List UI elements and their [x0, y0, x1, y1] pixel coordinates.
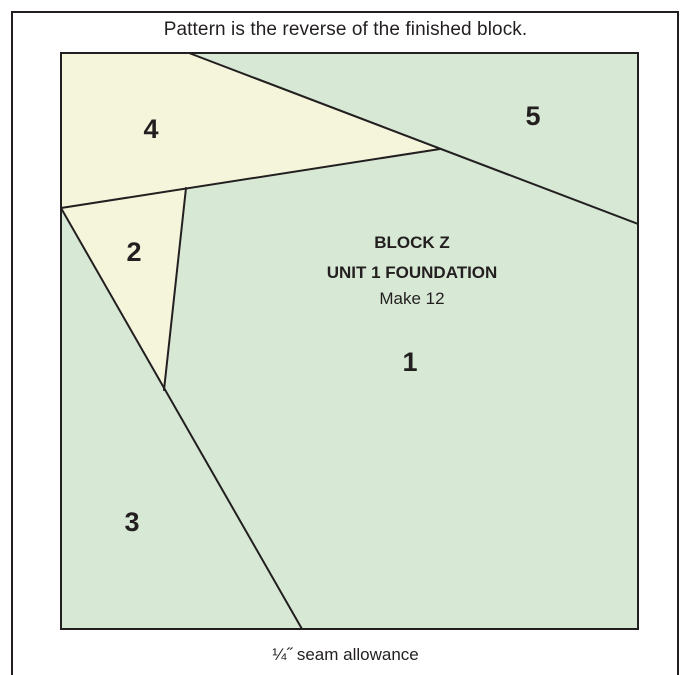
pattern-reverse-note: Pattern is the reverse of the finished b… — [163, 19, 528, 40]
piece-2-number: 2 — [126, 237, 141, 267]
piece-2-shape — [61, 188, 186, 390]
piece-5-number: 5 — [525, 101, 540, 131]
block-label: BLOCK Z — [374, 233, 450, 252]
seam-line-3 — [60, 207, 303, 630]
seam-line-4-1 — [60, 148, 441, 209]
seam-line-4-5 — [188, 52, 639, 225]
seam-line-2-1 — [163, 187, 187, 391]
page-frame — [11, 11, 679, 675]
piece-3-number: 3 — [124, 507, 139, 537]
seam-allowance-note: ¼˝ seam allowance — [272, 645, 419, 664]
piece-4-number: 4 — [143, 114, 158, 144]
make-count-label: Make 12 — [379, 289, 444, 308]
piece-1-number: 1 — [402, 347, 417, 377]
unit-foundation-label: UNIT 1 FOUNDATION — [327, 263, 498, 282]
block-square-border — [60, 52, 639, 630]
piece-4-shape — [61, 53, 440, 208]
